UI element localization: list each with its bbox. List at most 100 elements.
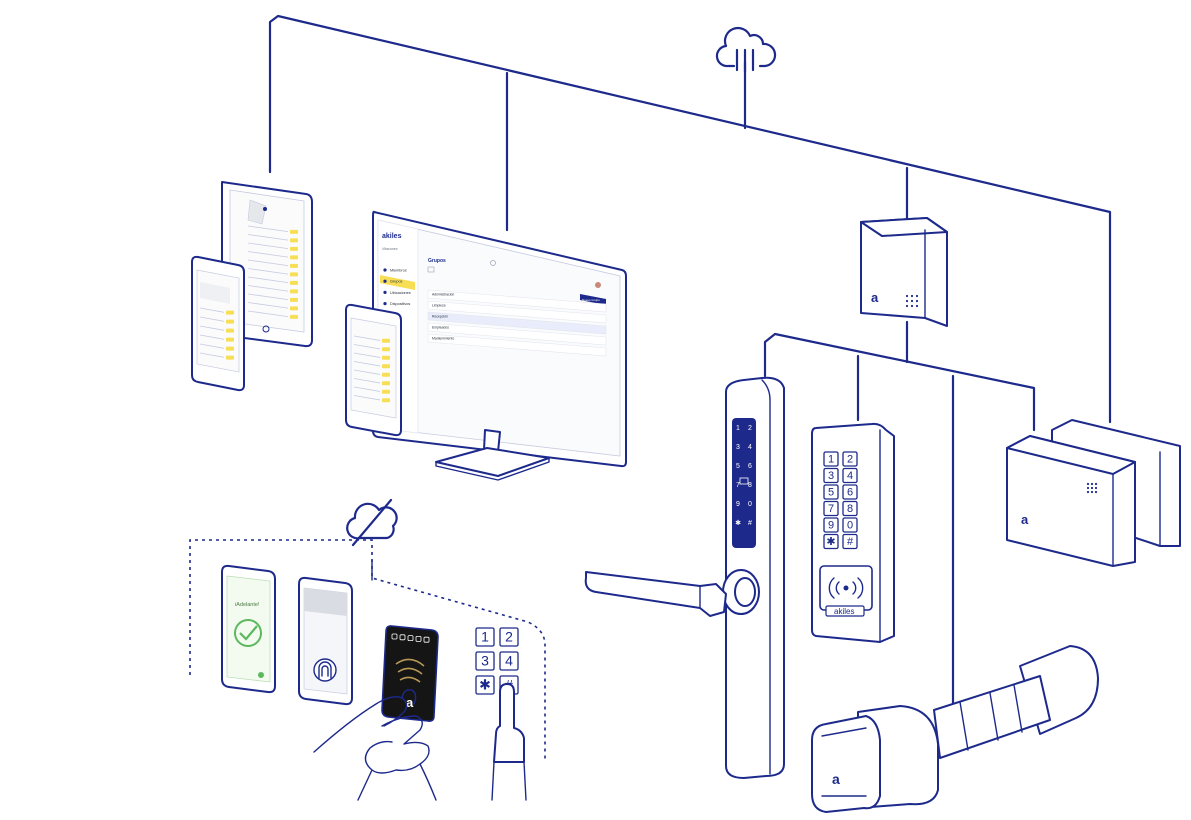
reader-key[interactable]: 1 (824, 452, 838, 466)
handle-key-label: ✱ (735, 519, 741, 527)
reader-key-label: 8 (847, 503, 853, 515)
monitor-heading: Grupos (428, 258, 446, 264)
monitor-row-label: Limpieza (432, 304, 446, 308)
handle-key-label: # (748, 520, 752, 527)
list-row-badge (290, 315, 298, 319)
reader-key[interactable]: 5 (824, 485, 838, 499)
reader-key[interactable]: 6 (843, 485, 857, 499)
handle-key[interactable]: 4 (748, 444, 752, 451)
handle-key[interactable]: 5 (736, 463, 740, 470)
handle-key[interactable]: 1 (736, 425, 740, 432)
handle-key[interactable]: 3 (736, 444, 740, 451)
list-row-badge (290, 289, 298, 293)
list-row-badge (290, 247, 298, 251)
list-row-badge (290, 264, 298, 268)
vent-dot (911, 295, 913, 297)
reader-key[interactable]: 9 (824, 518, 838, 532)
vent-dot (1095, 487, 1097, 489)
monitor-nav-label: Ubicaciones (390, 291, 411, 295)
handle-key[interactable]: 2 (748, 425, 752, 432)
list-row-badge (290, 281, 298, 285)
gateway-logo: a (1021, 512, 1029, 527)
monitor-nav-icon (383, 268, 386, 271)
handle-key-label: 4 (748, 444, 752, 451)
controller-logo: a (871, 290, 879, 305)
monitor-nav-label: Grupos (390, 280, 403, 284)
vent-dot (1087, 491, 1089, 493)
small-keypad-key[interactable]: 2 (500, 628, 518, 646)
phone-left (192, 257, 244, 390)
reader-key-label: 5 (828, 487, 834, 499)
vent-dot (906, 300, 908, 302)
small-keypad-key[interactable]: 4 (500, 652, 518, 670)
reader-key-label: # (847, 536, 854, 548)
list-row-badge (226, 347, 234, 351)
vent-dot (1091, 491, 1093, 493)
small-keypad-key[interactable]: 1 (476, 628, 494, 646)
small-keypad-key[interactable]: 3 (476, 652, 494, 670)
handle-key-label: 7 (736, 482, 740, 489)
handle-key[interactable]: 0 (748, 501, 752, 508)
monitor-nav-label: Miembros (390, 269, 407, 273)
reader-key[interactable]: 3 (824, 469, 838, 483)
controller-box: a (861, 218, 947, 326)
smart-cylinder-lock: a (812, 646, 1098, 812)
handle-key[interactable]: # (748, 520, 752, 527)
list-row-badge (382, 347, 390, 351)
handle-key[interactable]: ✱ (735, 519, 741, 527)
monitor-nav-icon (383, 280, 386, 283)
small-keypad-keys: 1234✱# (476, 628, 518, 694)
handle-key[interactable]: 9 (736, 501, 740, 508)
controller-vent-grid (906, 295, 918, 307)
reader-key[interactable]: 7 (824, 502, 838, 516)
monitor-device: akiles Vitaconex MiembrosGruposUbicacion… (373, 212, 626, 480)
reader-brand: akiles (834, 607, 854, 616)
reader-key[interactable]: # (843, 535, 857, 549)
reader-key[interactable]: 2 (843, 452, 857, 466)
handle-key-label: 8 (748, 482, 752, 489)
list-row-badge (226, 311, 234, 315)
monitor-nav-icon (383, 291, 386, 294)
reader-key[interactable]: 8 (843, 502, 857, 516)
list-row-badge (382, 398, 390, 402)
offline-phone-unlock (299, 578, 352, 704)
cloud-icon (717, 28, 775, 72)
vent-dot (916, 295, 918, 297)
monitor-row-label: Mantenimiento (432, 337, 454, 341)
reader-key-label: 1 (828, 454, 834, 466)
list-row-badge (290, 298, 298, 302)
small-keypad-key-label: 4 (505, 653, 513, 669)
vent-dot (906, 305, 908, 307)
reader-key[interactable]: ✱ (824, 535, 838, 549)
list-row-badge (382, 381, 390, 385)
handle-key-label: 6 (748, 463, 752, 470)
reader-key[interactable]: 4 (843, 469, 857, 483)
small-keypad-key[interactable]: ✱ (476, 676, 494, 694)
handle-key-label: 2 (748, 425, 752, 432)
vent-dot (1087, 483, 1089, 485)
handle-key-label: 0 (748, 501, 752, 508)
handle-key[interactable]: 8 (748, 482, 752, 489)
gateway-vent-grid (1087, 483, 1097, 493)
monitor-nav-icon (383, 302, 386, 305)
list-row-badge (290, 306, 298, 310)
reader-key-label: 3 (828, 470, 834, 482)
handle-key-label: 1 (736, 425, 740, 432)
unlock-icon (314, 659, 336, 681)
list-row-badge (382, 373, 390, 377)
list-row-badge (290, 255, 298, 259)
monitor-avatar[interactable] (595, 282, 601, 288)
list-row-badge (226, 329, 234, 333)
reader-key[interactable]: 0 (843, 518, 857, 532)
wall-keypad-reader: 1234567890 ✱ # akiles (812, 424, 894, 642)
vent-dot (1095, 483, 1097, 485)
small-keypad-key-label: 3 (481, 653, 489, 669)
monitor-row-label: Empleados (432, 326, 449, 330)
handle-key[interactable]: 7 (736, 482, 740, 489)
list-row-badge (382, 356, 390, 360)
nfc-card: a (382, 626, 438, 721)
handle-key[interactable]: 6 (748, 463, 752, 470)
card-logo: a (406, 695, 414, 710)
vent-dot (1095, 491, 1097, 493)
